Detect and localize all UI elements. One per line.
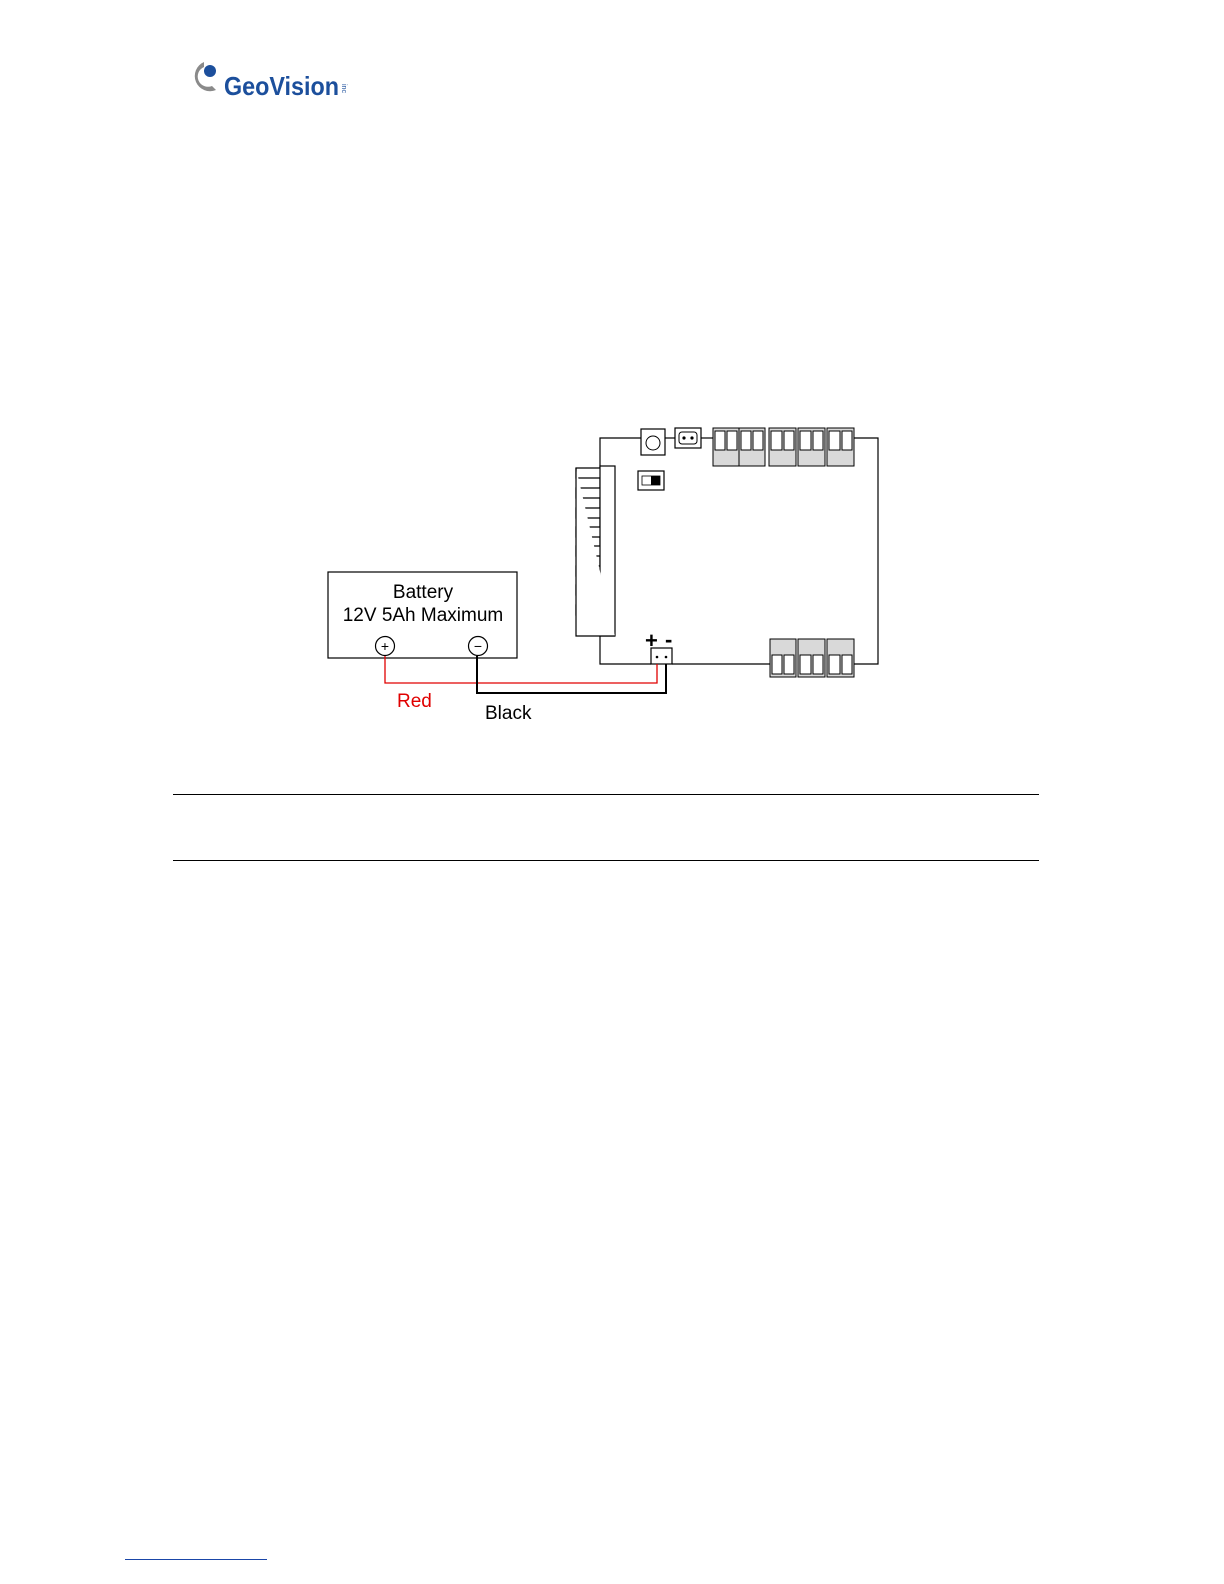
battery-negative-terminal-icon: − — [469, 637, 488, 656]
board-minus-label: - — [665, 627, 672, 652]
svg-text:+: + — [381, 638, 389, 654]
tamper-switch — [641, 429, 665, 455]
svg-text:−: − — [474, 638, 482, 654]
footer-link-underline[interactable] — [125, 1559, 267, 1560]
dip-switch — [638, 471, 664, 490]
battery-spec: 12V 5Ah Maximum — [343, 605, 504, 626]
top-rule — [173, 794, 1039, 795]
left-comb-connector — [576, 466, 615, 636]
two-pin-header — [675, 428, 701, 448]
board-plus-label: + — [645, 628, 658, 653]
battery-positive-terminal-icon: + — [376, 637, 395, 656]
bottom-rule — [173, 860, 1039, 861]
battery-title: Battery — [393, 582, 454, 603]
top-terminal-blocks — [713, 428, 854, 466]
red-wire-label: Red — [397, 691, 432, 712]
black-wire — [477, 656, 666, 693]
bottom-terminal-blocks — [770, 639, 854, 677]
black-wire-label: Black — [485, 703, 532, 724]
red-wire — [385, 656, 657, 683]
